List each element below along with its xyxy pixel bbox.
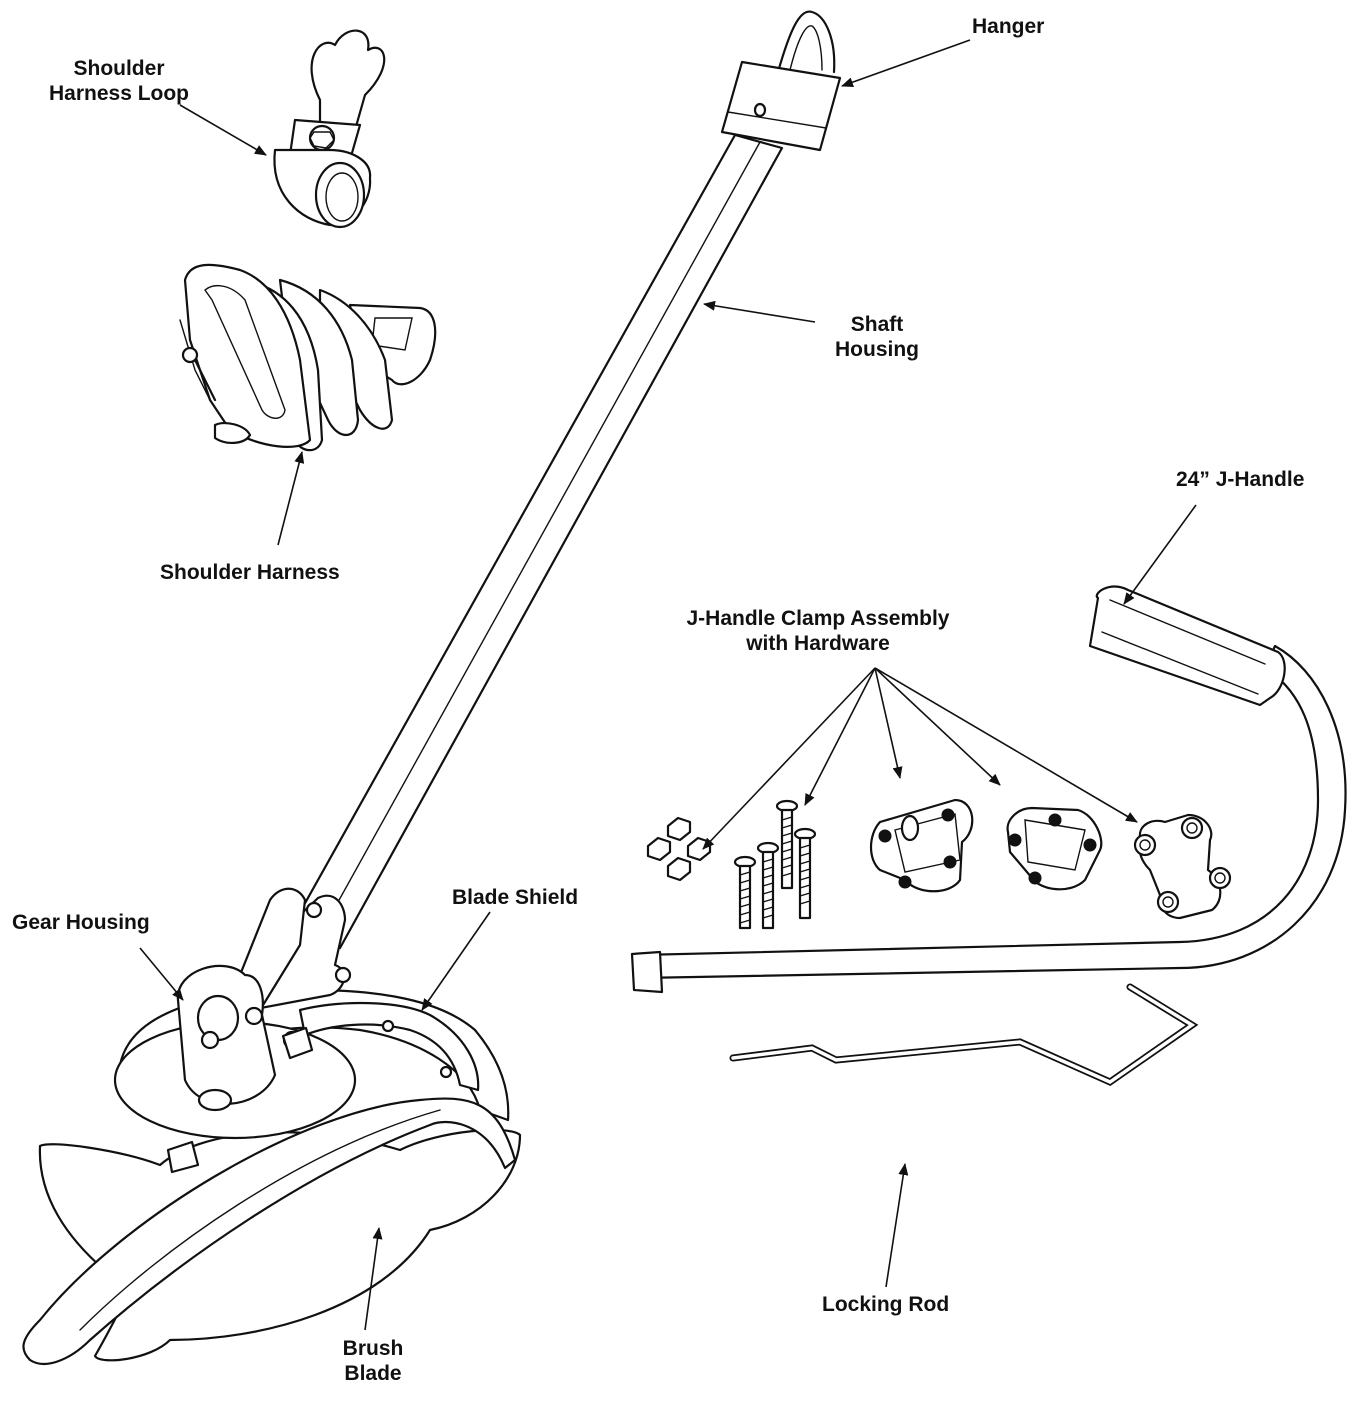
clamp-half-a bbox=[871, 800, 972, 891]
label-clamp-assembly: J-Handle Clamp Assembly with Hardware bbox=[658, 606, 978, 656]
locking-rod-part bbox=[733, 987, 1192, 1082]
label-j-handle: 24” J-Handle bbox=[1176, 467, 1304, 492]
label-hanger: Hanger bbox=[972, 14, 1044, 39]
label-shaft-housing: Shaft Housing bbox=[812, 312, 942, 362]
label-brush-blade: Brush Blade bbox=[318, 1336, 428, 1386]
label-shoulder-harness-loop: Shoulder Harness Loop bbox=[14, 56, 224, 106]
arrow-clamp-4 bbox=[875, 668, 1000, 785]
shaft-housing-part bbox=[290, 135, 782, 948]
shoulder-harness-loop-part bbox=[274, 31, 384, 227]
arrow-blade-shield bbox=[422, 912, 490, 1010]
label-blade-shield: Blade Shield bbox=[452, 885, 578, 910]
clamp-plate bbox=[1135, 815, 1230, 918]
label-line: Housing bbox=[812, 337, 942, 362]
arrow-shoulder-harness-loop bbox=[180, 105, 266, 155]
label-line: Brush bbox=[318, 1336, 428, 1361]
shoulder-harness-part bbox=[180, 265, 435, 450]
label-line: Shoulder bbox=[14, 56, 224, 81]
label-gear-housing: Gear Housing bbox=[12, 910, 150, 935]
label-line: Shaft bbox=[812, 312, 942, 337]
clamp-half-b bbox=[1008, 808, 1102, 889]
label-line: with Hardware bbox=[658, 631, 978, 656]
arrow-clamp-3 bbox=[875, 668, 900, 778]
label-locking-rod: Locking Rod bbox=[822, 1292, 949, 1317]
arrow-locking-rod bbox=[886, 1164, 905, 1287]
arrow-shoulder-harness bbox=[278, 452, 302, 545]
arrow-hanger bbox=[842, 40, 970, 86]
arrow-clamp-2 bbox=[805, 668, 875, 805]
label-line: J-Handle Clamp Assembly bbox=[658, 606, 978, 631]
arrow-shaft-housing bbox=[704, 304, 815, 322]
arrow-gear-housing bbox=[140, 948, 183, 1000]
clamp-screws bbox=[735, 801, 815, 928]
arrow-clamp-5 bbox=[875, 668, 1137, 822]
label-shoulder-harness: Shoulder Harness bbox=[160, 560, 340, 585]
clamp-nuts bbox=[648, 818, 710, 880]
hanger-part bbox=[722, 12, 840, 150]
arrow-j-handle bbox=[1124, 505, 1196, 604]
label-line: Harness Loop bbox=[14, 81, 224, 106]
label-line: Blade bbox=[318, 1361, 428, 1386]
